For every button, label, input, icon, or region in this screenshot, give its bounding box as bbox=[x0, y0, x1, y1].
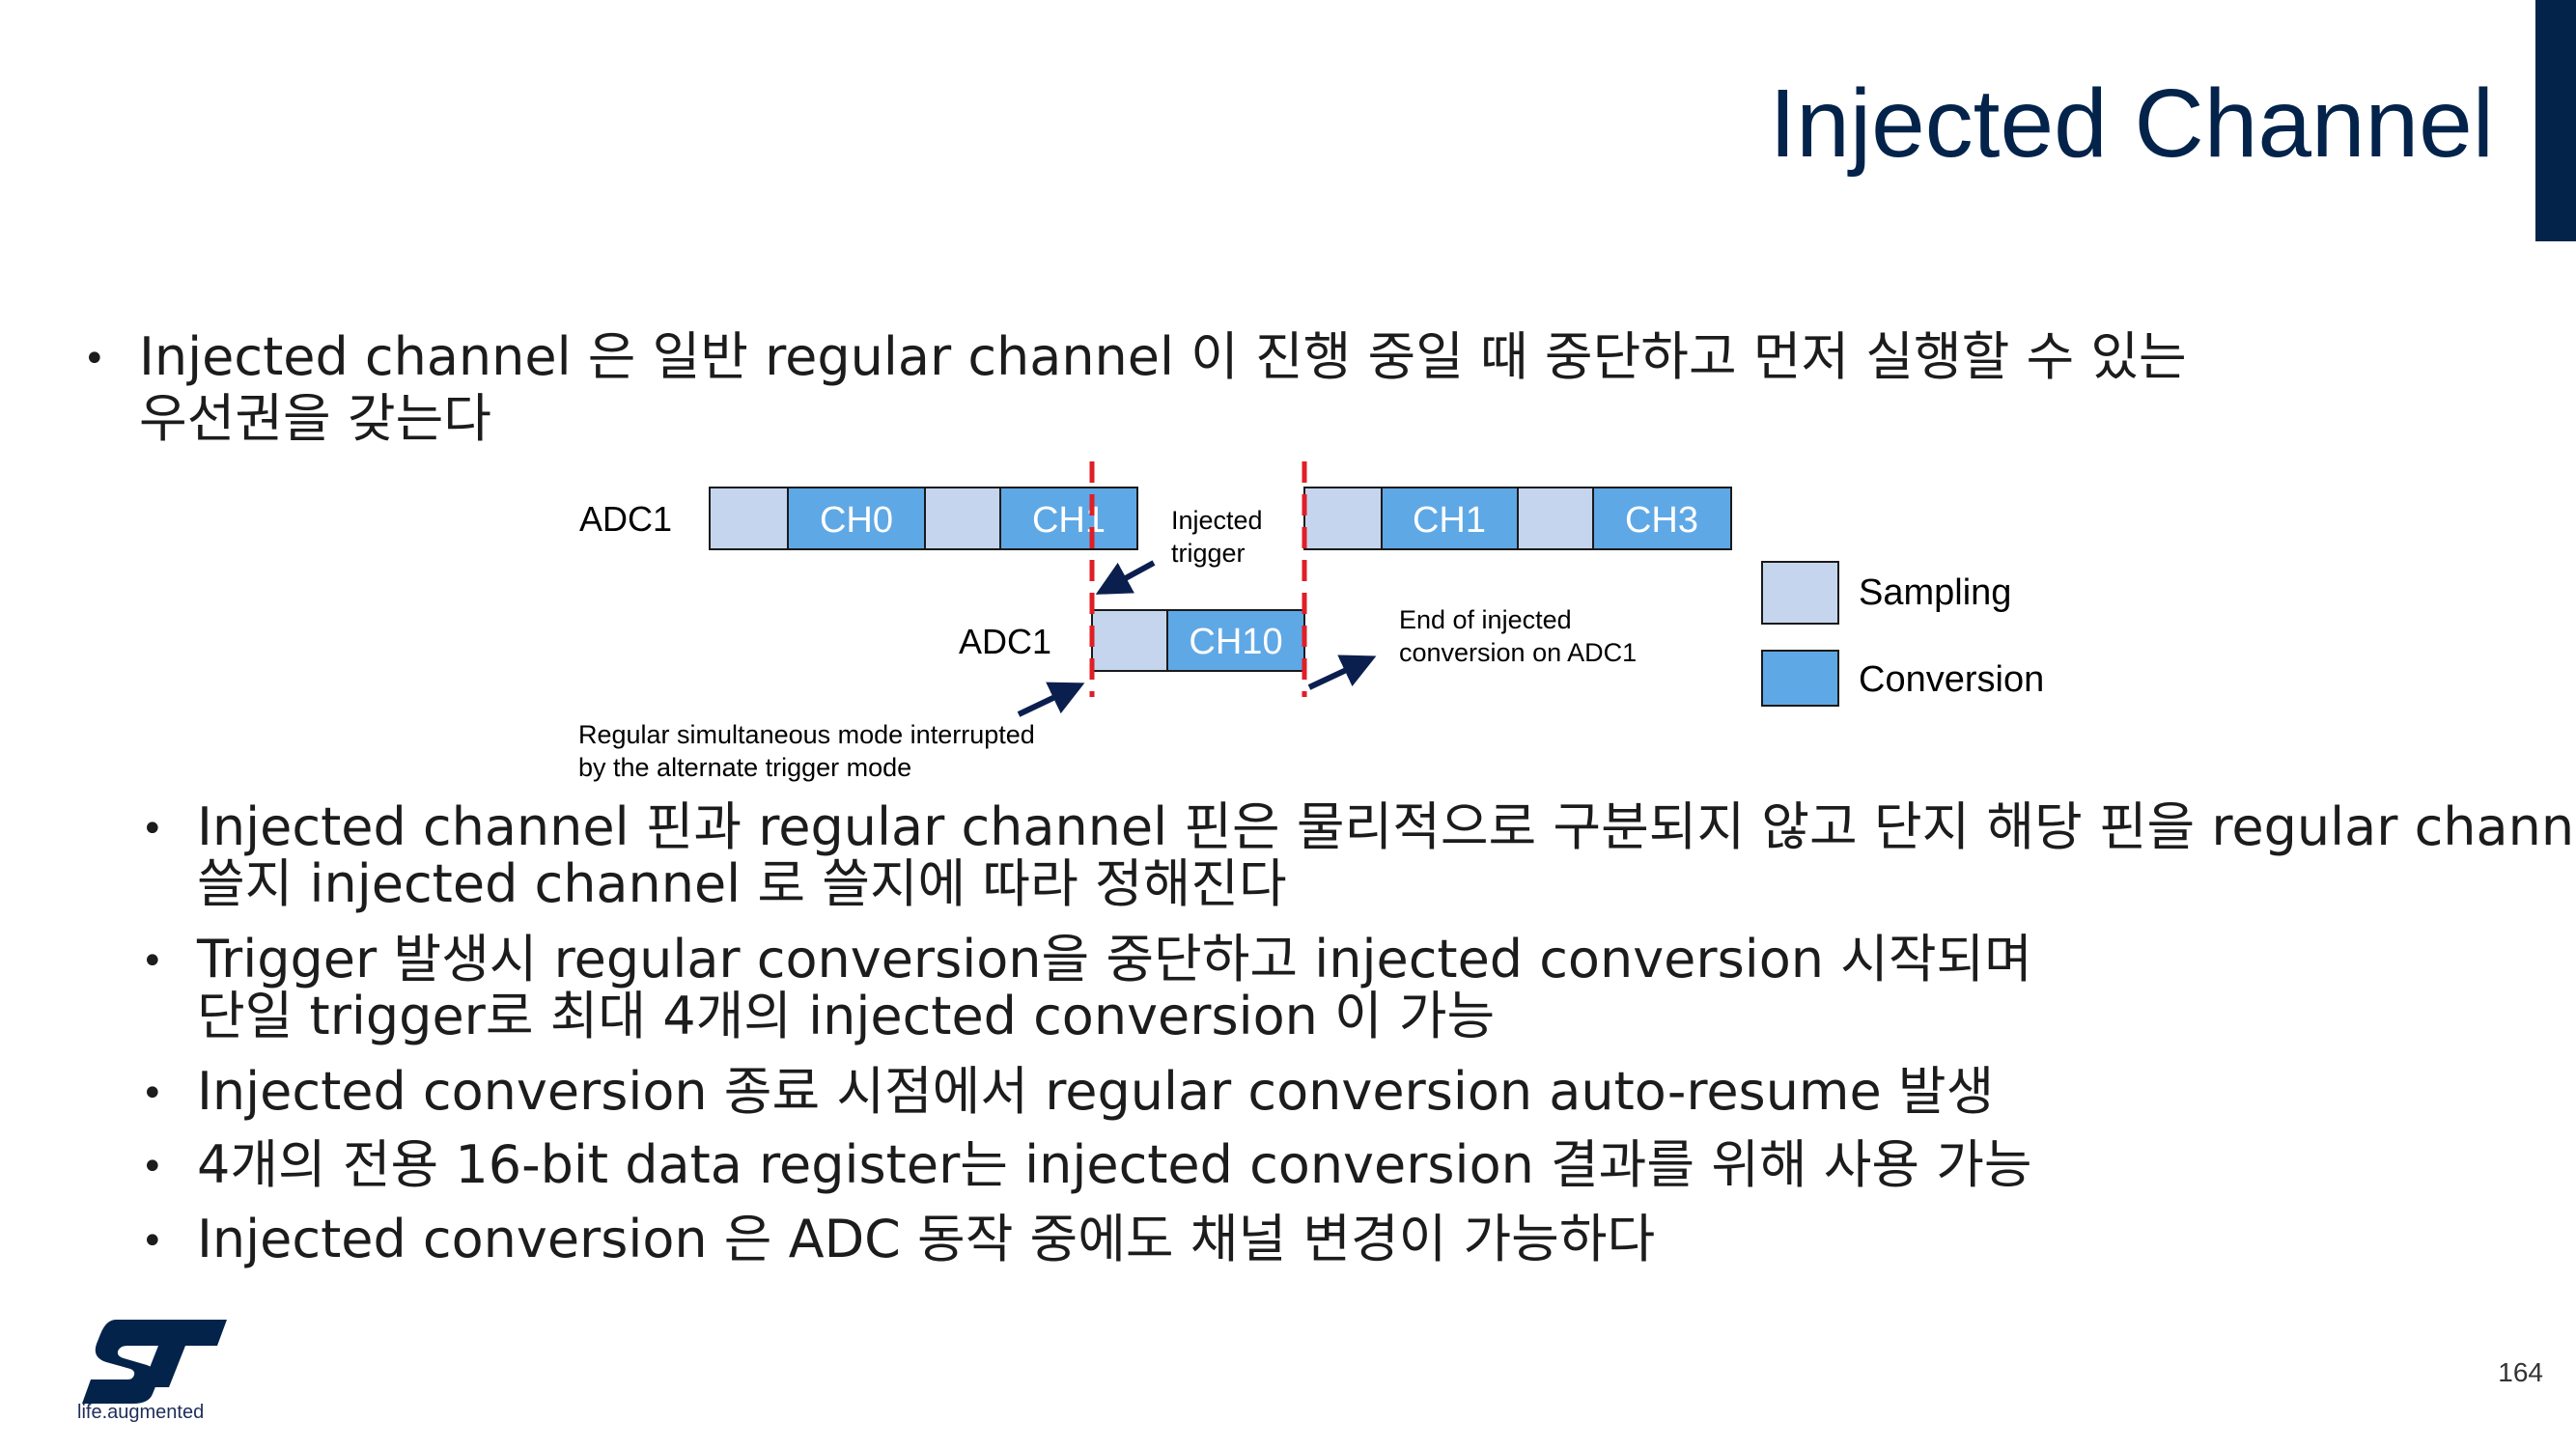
bullet-dot: • bbox=[83, 337, 106, 381]
conversion-block bbox=[1592, 487, 1732, 550]
block-label-ch1: CH1 bbox=[1032, 500, 1106, 541]
row2-label: ADC1 bbox=[959, 622, 1051, 661]
arrow-icon bbox=[1017, 682, 1085, 717]
bullet-dot: • bbox=[141, 1072, 164, 1116]
row1-label: ADC1 bbox=[579, 499, 672, 539]
conversion-block bbox=[999, 487, 1138, 550]
tagline: life.augmented bbox=[77, 1402, 205, 1423]
sampling-block bbox=[1517, 487, 1594, 550]
slide-title: Injected Channel bbox=[1769, 70, 2494, 178]
bullet-3-line-1: Injected conversion 종료 시점에서 regular conv… bbox=[197, 1061, 1995, 1122]
block-label-ch3: CH3 bbox=[1625, 500, 1698, 541]
accent-bar bbox=[2535, 0, 2576, 241]
sampling-block bbox=[924, 487, 1001, 550]
bullet-2-line-1: Trigger 발생시 regular conversion을 중단하고 inj… bbox=[197, 929, 2032, 989]
sampling-block bbox=[1303, 487, 1383, 550]
end-of-injected-label-2: conversion on ADC1 bbox=[1399, 638, 1637, 667]
end-of-injected-label-1: End of injected bbox=[1399, 605, 1572, 634]
bullet-dot: • bbox=[141, 807, 164, 851]
bullet-2-line-2: 단일 trigger로 최대 4개의 injected conversion 이… bbox=[197, 986, 1496, 1046]
legend-sampling-label: Sampling bbox=[1859, 572, 2011, 613]
conversion-block bbox=[1381, 487, 1519, 550]
legend-sampling-swatch bbox=[1761, 561, 1839, 625]
injected-trigger-label-2: trigger bbox=[1171, 539, 1246, 568]
sampling-block bbox=[1091, 609, 1168, 672]
bullet-dot: • bbox=[141, 1219, 164, 1264]
bullet-4-line-1: 4개의 전용 16-bit data register는 injected co… bbox=[197, 1134, 2032, 1195]
block-label-ch0: CH0 bbox=[820, 500, 893, 541]
bullet-dot: • bbox=[141, 1145, 164, 1189]
block-label-ch1: CH1 bbox=[1413, 500, 1486, 541]
block-label-ch10: CH10 bbox=[1189, 622, 1282, 662]
injected-trigger-label-1: Injected bbox=[1171, 506, 1263, 535]
bullet-dot: • bbox=[141, 939, 164, 984]
regular-interrupted-label-2: by the alternate trigger mode bbox=[578, 753, 911, 782]
regular-interrupted-label-1: Regular simultaneous mode interrupted bbox=[578, 720, 1035, 749]
legend-conversion-label: Conversion bbox=[1859, 659, 2044, 700]
page-number: 164 bbox=[2498, 1357, 2543, 1387]
arrow-icon bbox=[1307, 655, 1377, 690]
intro-line-2: 우선권을 갖는다 bbox=[139, 388, 491, 449]
bullet-5-line-1: Injected conversion 은 ADC 동작 중에도 채널 변경이 … bbox=[197, 1209, 1656, 1269]
conversion-block bbox=[1166, 609, 1305, 672]
st-logo bbox=[82, 1320, 227, 1404]
bullet-1-line-1: Injected channel 핀과 regular channel 핀은 물… bbox=[197, 796, 2576, 857]
legend-conversion-swatch bbox=[1761, 650, 1839, 707]
intro-line-1: Injected channel 은 일반 regular channel 이 … bbox=[139, 326, 2187, 387]
bullet-1-line-2: 쓸지 injected channel 로 쓸지에 따라 정해진다 bbox=[197, 853, 1287, 914]
arrow-icon bbox=[1095, 560, 1156, 595]
sampling-block bbox=[709, 487, 789, 550]
